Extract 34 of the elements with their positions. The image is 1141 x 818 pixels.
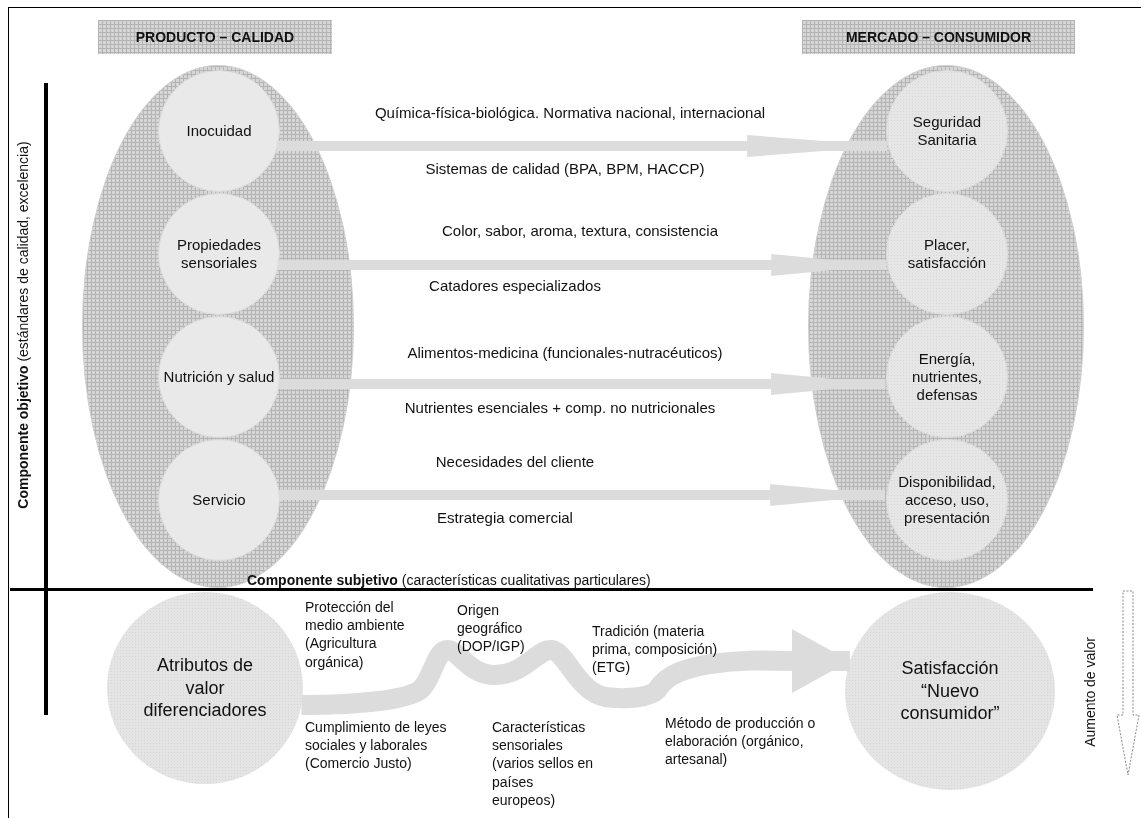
circle-node: Inocuidad: [158, 70, 280, 192]
section-label: Componente subjetivo (características cualitativas particulares): [247, 571, 651, 590]
header-box: PRODUCTO – CALIDAD: [98, 20, 332, 54]
arrow: [278, 373, 886, 395]
arrow-label: Estrategia comercial: [436, 509, 574, 528]
arrow-label: Química-física-biológica. Normativa nacional, internacional: [373, 104, 767, 123]
arrow-label: Alimentos-medicina (funcionales-nutracéuticos): [406, 344, 724, 363]
arrow-label: Sistemas de calidad (BPA, BPM, HACCP): [424, 160, 706, 179]
axis-label: Componente objetivo (estándares de calidad, excelencia): [15, 141, 33, 509]
arrow: [301, 629, 850, 715]
circle-node: Nutrición y salud: [158, 316, 280, 438]
attribute-label: Tradición (materia prima, composición) (ETG): [592, 622, 719, 677]
arrow: [278, 484, 886, 506]
circle-node: Energía, nutrientes, defensas: [886, 316, 1008, 438]
circle-node: Placer, satisfacción: [886, 193, 1008, 315]
header-box: MERCADO – CONSUMIDOR: [802, 20, 1075, 54]
arrow-label: Catadores especializados: [428, 277, 602, 296]
arrow-label: Necesidades del cliente: [434, 453, 596, 472]
attribute-label: Método de producción o elaboración (orgánico, artesanal): [665, 714, 817, 769]
circle-node: Seguridad Sanitaria: [886, 70, 1008, 192]
arrow: [277, 254, 887, 276]
circle-node: Satisfacción “Nuevo consumidor”: [845, 592, 1055, 790]
circle-node: Servicio: [158, 439, 280, 561]
axis-label: Aumento de valor: [1082, 637, 1100, 747]
arrow-label: Nutrientes esenciales + comp. no nutricionales: [403, 399, 717, 418]
attribute-label: Protección del medio ambiente (Agricultura orgánica): [305, 598, 406, 671]
attribute-label: Características sensoriales (varios sellos en países europeos): [492, 718, 595, 809]
arrow: [276, 135, 888, 157]
circle-node: Atributos de valor diferenciadores: [107, 592, 303, 784]
arrow-label: Color, sabor, aroma, textura, consistencia: [441, 222, 719, 241]
circle-node: Disponibilidad, acceso, uso, presentación: [886, 439, 1008, 561]
circle-node: Propiedades sensoriales: [158, 193, 280, 315]
attribute-label: Cumplimiento de leyes sociales y laborales (Comercio Justo): [305, 718, 448, 773]
attribute-label: Origen geográfico (DOP/IGP): [457, 601, 526, 656]
